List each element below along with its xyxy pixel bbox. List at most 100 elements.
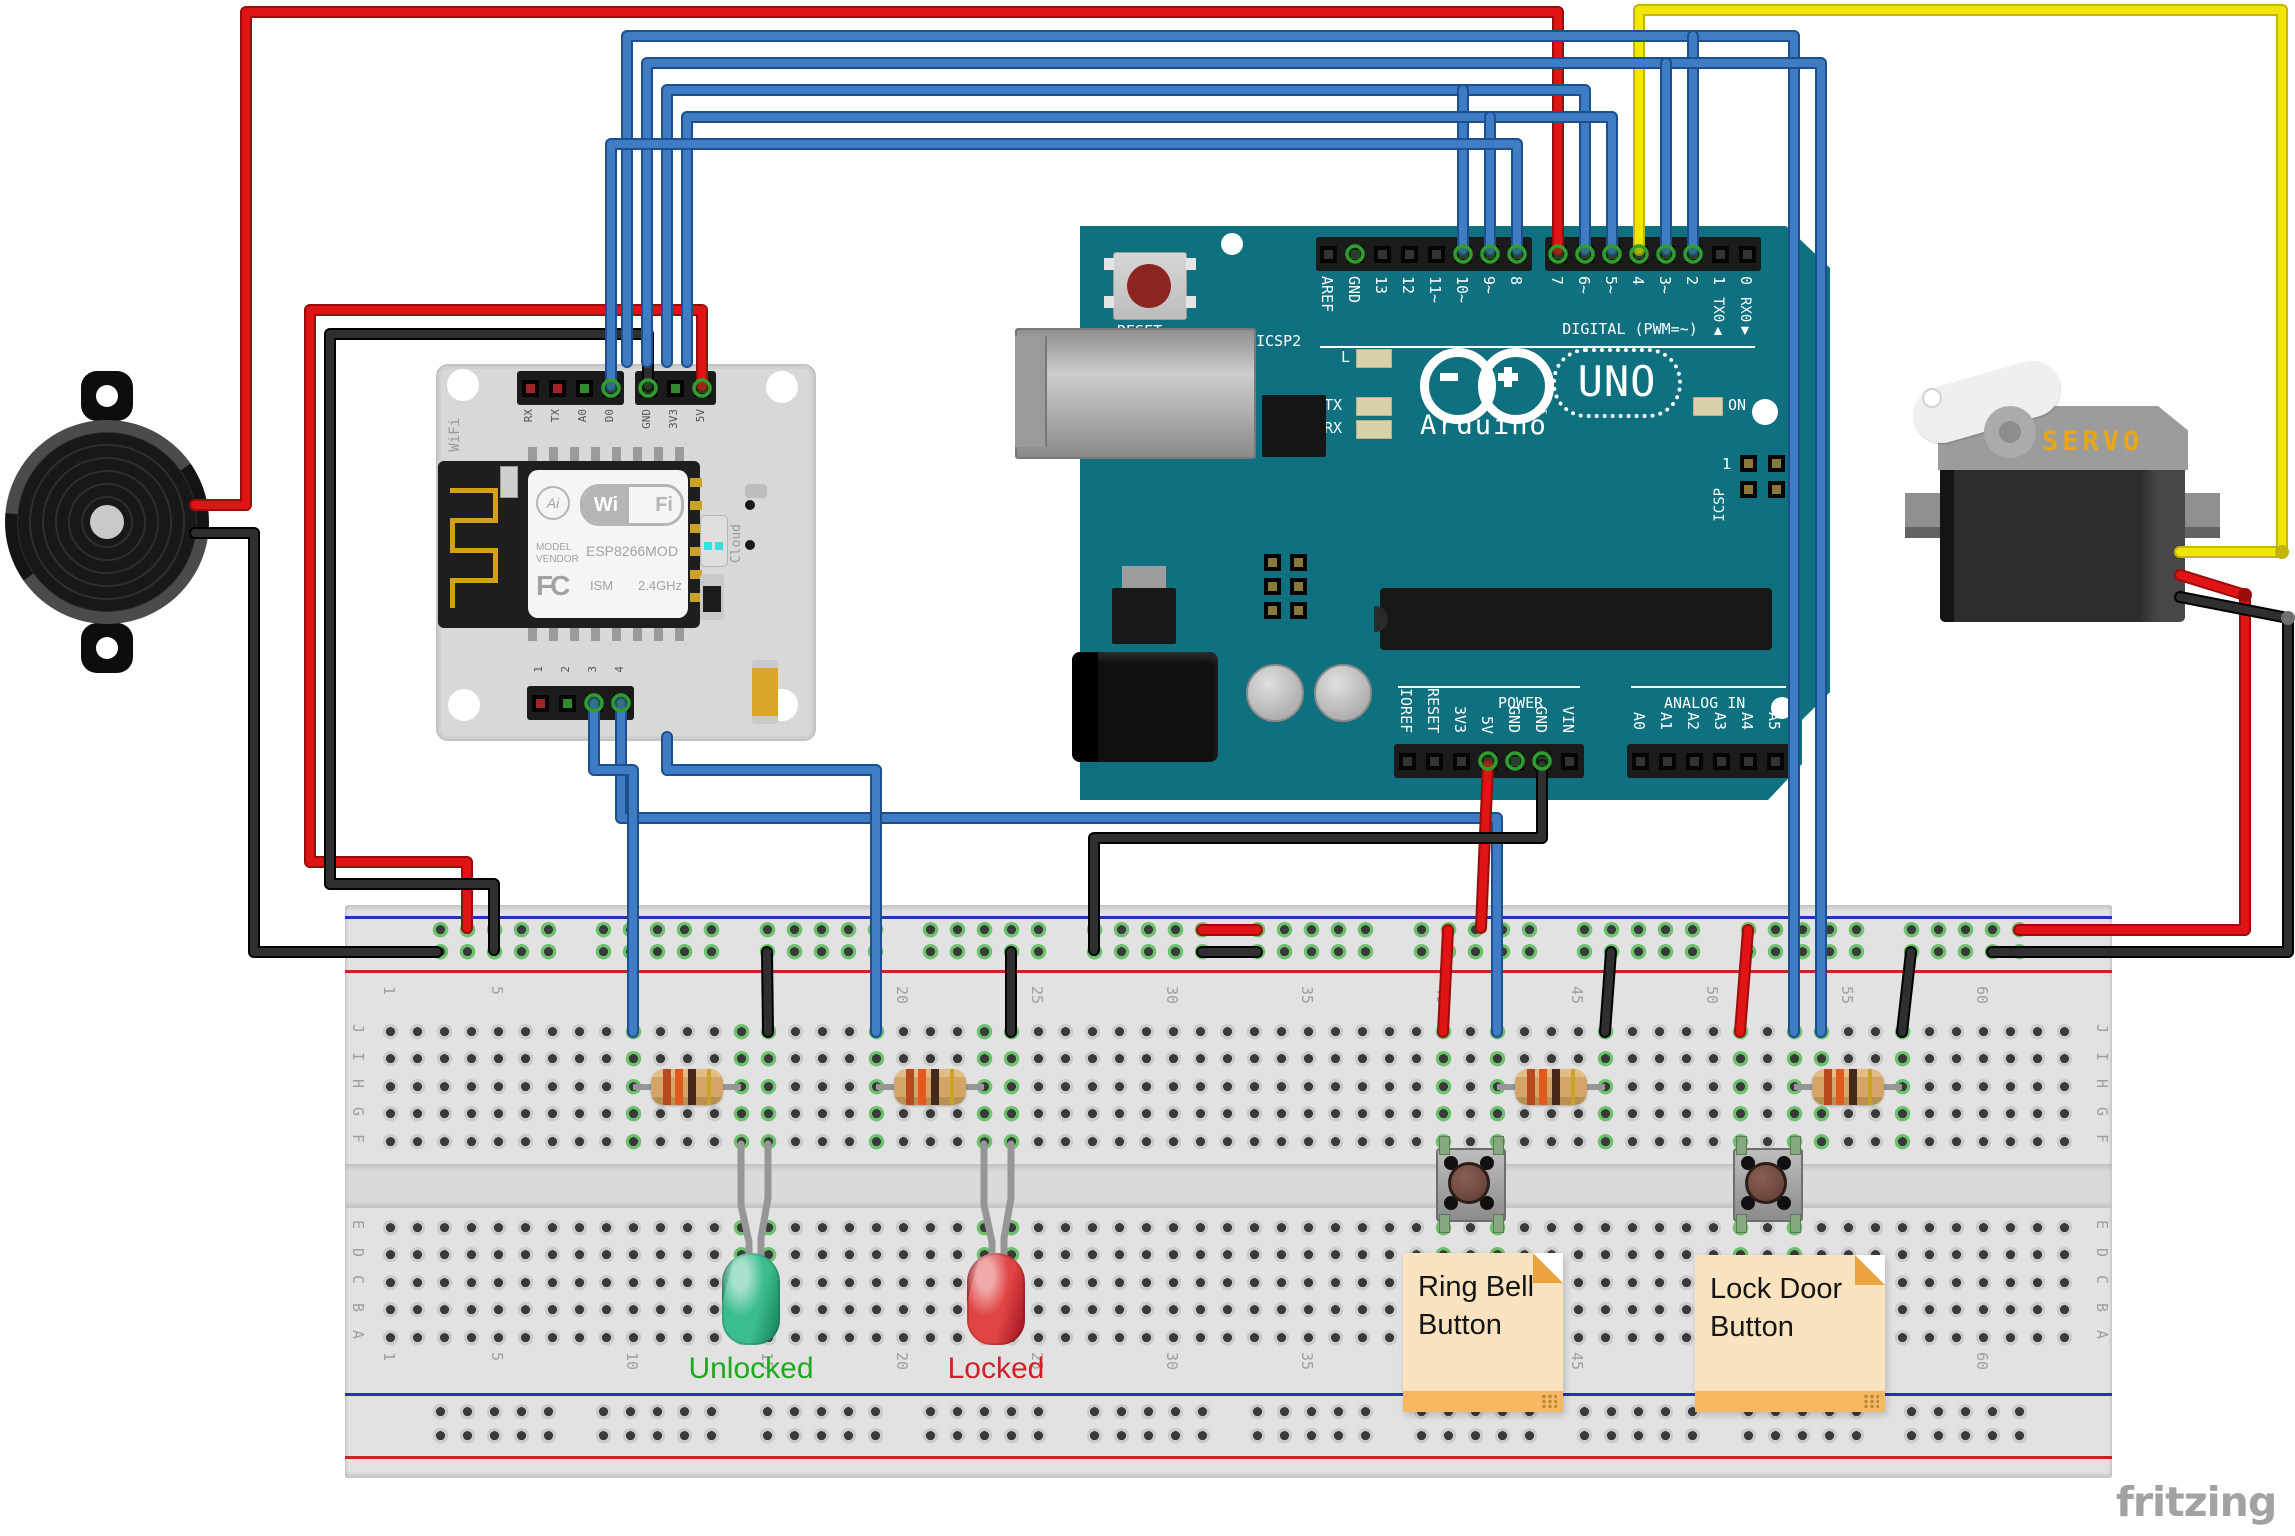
breadboard-hole[interactable] (949, 1427, 966, 1445)
breadboard-hole[interactable] (1191, 1274, 1209, 1292)
wire-blue-18[interactable] (663, 733, 880, 1036)
breadboard-hole[interactable] (678, 1133, 696, 1151)
esp-pin-1[interactable] (531, 694, 549, 712)
breadboard-hole[interactable] (1112, 1427, 1130, 1445)
icsp2-pin[interactable] (1290, 554, 1307, 571)
breadboard-hole[interactable] (1930, 1403, 1947, 1421)
breadboard-hole[interactable] (624, 1106, 642, 1123)
breadboard-hole[interactable] (1380, 1302, 1398, 1319)
breadboard-hole[interactable] (705, 1133, 723, 1151)
breadboard-hole[interactable] (1191, 1078, 1209, 1096)
breadboard-hole[interactable] (1110, 1302, 1128, 1319)
breadboard-hole[interactable] (1839, 1219, 1857, 1237)
breadboard-hole[interactable] (1353, 1219, 1371, 1237)
breadboard-hole[interactable] (1603, 921, 1620, 939)
breadboard-hole[interactable] (381, 1078, 399, 1096)
breadboard-hole[interactable] (1920, 1219, 1938, 1237)
breadboard-hole[interactable] (489, 1247, 507, 1264)
breadboard-hole[interactable] (1272, 1078, 1290, 1096)
breadboard-hole[interactable] (435, 1302, 453, 1319)
breadboard-hole[interactable] (1380, 1023, 1398, 1041)
breadboard-hole[interactable] (2055, 1051, 2073, 1068)
breadboard-hole[interactable] (1056, 1219, 1074, 1237)
wire-blue-13[interactable] (683, 113, 1616, 366)
breadboard-hole[interactable] (840, 1247, 858, 1264)
digital-pin[interactable] (1711, 245, 1729, 263)
breadboard-hole[interactable] (1166, 1427, 1184, 1445)
breadboard-hole[interactable] (678, 1247, 696, 1264)
breadboard-hole[interactable] (431, 1403, 449, 1421)
note-resize-grip[interactable] (1541, 1394, 1557, 1408)
esp-pin-A0[interactable] (575, 379, 593, 397)
breadboard-hole[interactable] (1191, 1247, 1209, 1264)
breadboard-hole[interactable] (1812, 1051, 1830, 1068)
wire-black-20[interactable] (1090, 761, 1546, 954)
breadboard-hole[interactable] (1684, 943, 1701, 961)
breadboard-hole[interactable] (1326, 1133, 1344, 1151)
breadboard-hole[interactable] (1466, 943, 1484, 961)
breadboard-hole[interactable] (651, 1329, 669, 1347)
breadboard-hole[interactable] (381, 1023, 399, 1041)
breadboard-hole[interactable] (462, 1247, 480, 1264)
breadboard-hole[interactable] (408, 1247, 426, 1264)
breadboard-hole[interactable] (1164, 1133, 1182, 1151)
breadboard-hole[interactable] (976, 1427, 993, 1445)
breadboard-hole[interactable] (1439, 1427, 1457, 1445)
breadboard-hole[interactable] (597, 1078, 615, 1096)
breadboard-hole[interactable] (1303, 921, 1320, 939)
breadboard-hole[interactable] (1272, 1302, 1290, 1319)
breadboard-hole[interactable] (570, 1133, 588, 1151)
breadboard-hole[interactable] (786, 1106, 804, 1123)
breadboard-hole[interactable] (543, 1219, 561, 1237)
wire-junction-dot[interactable] (2238, 588, 2252, 602)
breadboard-hole[interactable] (1520, 943, 1538, 961)
breadboard-hole[interactable] (1984, 1427, 2001, 1445)
breadboard-hole[interactable] (1731, 1106, 1749, 1123)
breadboard-hole[interactable] (1623, 1133, 1641, 1151)
breadboard-hole[interactable] (1542, 1219, 1560, 1237)
breadboard-hole[interactable] (1515, 1133, 1533, 1151)
breadboard-hole[interactable] (1520, 1427, 1538, 1445)
breadboard-hole[interactable] (1493, 1427, 1511, 1445)
breadboard-hole[interactable] (1930, 943, 1947, 961)
icsp-pin[interactable] (1740, 455, 1757, 472)
breadboard-hole[interactable] (1353, 1274, 1371, 1292)
breadboard-hole[interactable] (1056, 1133, 1074, 1151)
breadboard-hole[interactable] (1947, 1023, 1965, 1041)
breadboard-hole[interactable] (948, 1133, 966, 1151)
breadboard-hole[interactable] (1003, 921, 1020, 939)
breadboard-hole[interactable] (975, 1106, 993, 1123)
breadboard-hole[interactable] (651, 1274, 669, 1292)
breadboard-hole[interactable] (1650, 1247, 1668, 1264)
breadboard-hole[interactable] (1326, 1106, 1344, 1123)
breadboard-hole[interactable] (1299, 1274, 1317, 1292)
breadboard-hole[interactable] (381, 1247, 399, 1264)
breadboard-hole[interactable] (1191, 1133, 1209, 1151)
breadboard-hole[interactable] (948, 1274, 966, 1292)
breadboard-hole[interactable] (785, 1427, 803, 1445)
breadboard-hole[interactable] (1191, 1051, 1209, 1068)
breadboard-hole[interactable] (1245, 1329, 1263, 1347)
breadboard-hole[interactable] (840, 1302, 858, 1319)
breadboard-hole[interactable] (1596, 1247, 1614, 1264)
breadboard-hole[interactable] (1657, 921, 1674, 939)
breadboard-hole[interactable] (785, 943, 803, 961)
breadboard-hole[interactable] (1407, 1133, 1425, 1151)
breadboard-hole[interactable] (1029, 1247, 1047, 1264)
breadboard-hole[interactable] (1191, 1023, 1209, 1041)
breadboard-hole[interactable] (1137, 1302, 1155, 1319)
breadboard-hole[interactable] (676, 1427, 693, 1445)
breadboard-hole[interactable] (595, 943, 612, 961)
breadboard-hole[interactable] (678, 1219, 696, 1237)
breadboard-hole[interactable] (1056, 1051, 1074, 1068)
breadboard-hole[interactable] (1542, 1051, 1560, 1068)
breadboard-hole[interactable] (922, 921, 939, 939)
breadboard-hole[interactable] (516, 1023, 534, 1041)
breadboard-hole[interactable] (1083, 1329, 1101, 1347)
breadboard-hole[interactable] (1623, 1219, 1641, 1237)
breadboard-hole[interactable] (1245, 1106, 1263, 1123)
breadboard-hole[interactable] (1272, 1274, 1290, 1292)
breadboard-hole[interactable] (1893, 1274, 1911, 1292)
breadboard-hole[interactable] (1903, 1403, 1920, 1421)
breadboard-hole[interactable] (1515, 1106, 1533, 1123)
